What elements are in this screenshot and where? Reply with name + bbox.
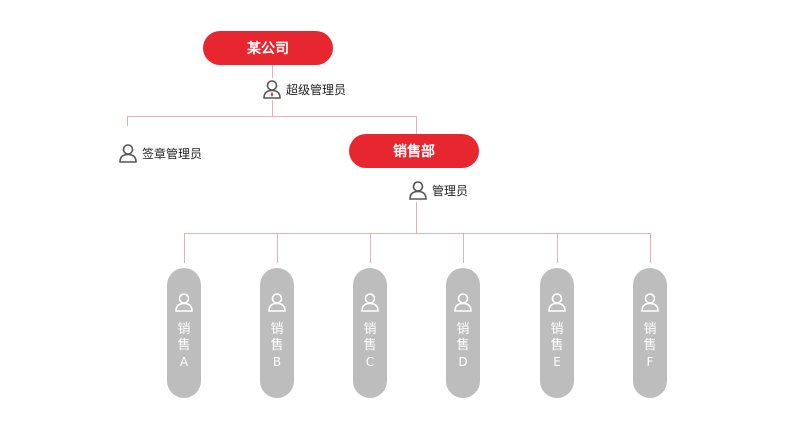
department-label: 销售部 [393,144,435,160]
member-letter: A [179,355,189,369]
connector-level1-horizontal [127,116,417,117]
user-icon [268,293,286,312]
dept-admin-label: 管理员 [432,183,469,198]
super-admin-label: 超级管理员 [286,82,347,97]
member-letter: C [365,355,375,369]
connector-company-to-admin [272,64,273,78]
connector-to-department [416,116,417,134]
connector-level2-horizontal [184,233,651,234]
member-letter: E [553,355,561,369]
member-node-d[interactable]: 销售 D [446,268,480,398]
member-node-b[interactable]: 销售 B [260,268,294,398]
department-node[interactable]: 销售部 [349,134,479,168]
user-icon [548,293,566,312]
member-name: 销售 [643,322,657,353]
seal-admin-label: 签章管理员 [142,146,203,161]
member-name: 销售 [550,322,564,353]
member-name: 销售 [363,322,377,353]
connector-member-e [557,233,558,263]
connector-member-d [463,233,464,263]
dept-admin-role: 管理员 [408,180,468,200]
connector-member-f [650,233,651,263]
user-icon [641,293,659,312]
company-label: 某公司 [247,41,289,57]
connector-member-b [277,233,278,263]
member-letter: B [272,355,282,369]
seal-admin-role: 签章管理员 [118,143,202,163]
connector-admin-down [272,100,273,116]
super-admin-role: 超级管理员 [262,79,346,99]
company-node[interactable]: 某公司 [203,31,333,65]
connector-to-seal-admin [127,116,128,126]
user-icon [175,293,193,312]
connector-dept-down [416,202,417,234]
user-icon [263,80,281,99]
member-node-a[interactable]: 销售 A [167,268,201,398]
member-node-f[interactable]: 销售 F [633,268,667,398]
member-letter: D [458,355,468,369]
connector-member-a [184,233,185,263]
user-icon [119,144,137,163]
member-name: 销售 [177,322,191,353]
user-icon [454,293,472,312]
user-icon [409,181,427,200]
member-node-c[interactable]: 销售 C [353,268,387,398]
member-letter: F [646,355,654,369]
member-name: 销售 [270,322,284,353]
member-node-e[interactable]: 销售 E [540,268,574,398]
member-name: 销售 [456,322,470,353]
connector-member-c [370,233,371,263]
user-icon [361,293,379,312]
